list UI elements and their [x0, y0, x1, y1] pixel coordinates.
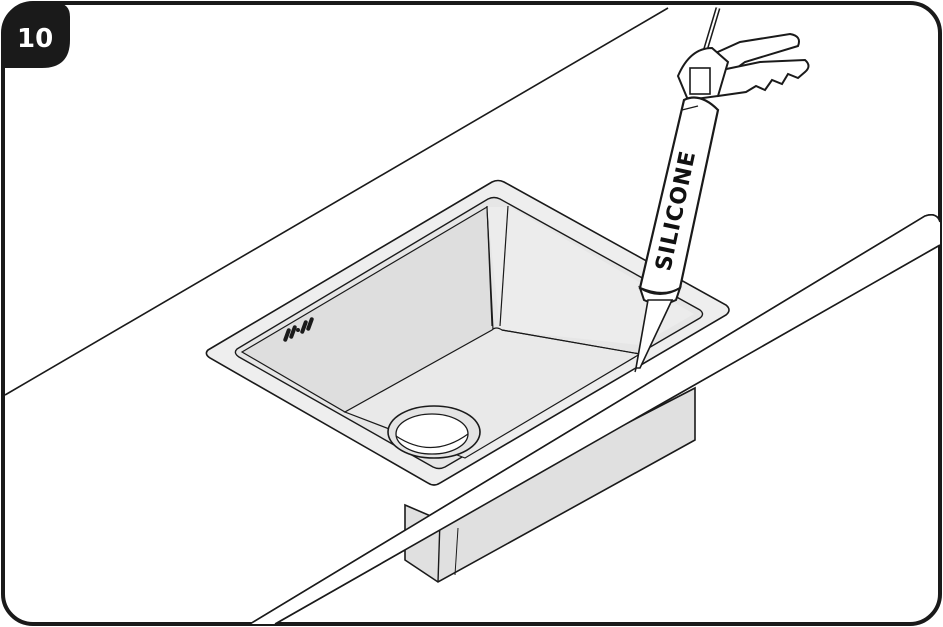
countertop-front-strip [250, 214, 940, 624]
step-badge: 10 [3, 3, 70, 68]
step-number: 10 [17, 24, 53, 54]
sink-back-right-wall [487, 207, 694, 345]
overflow-slots [283, 317, 314, 342]
countertop-back-edge [4, 7, 669, 396]
sink-under-inner [454, 527, 459, 576]
sink-floor-right-edge [501, 329, 641, 355]
sink-corner-line-2 [499, 205, 509, 327]
sink-corner-line-1 [486, 205, 493, 327]
silicone-nozzle [635, 299, 674, 369]
sink-drain [387, 405, 481, 459]
silicone-tube: SILICONE [635, 96, 720, 369]
caulk-gun-handle [676, 32, 810, 102]
